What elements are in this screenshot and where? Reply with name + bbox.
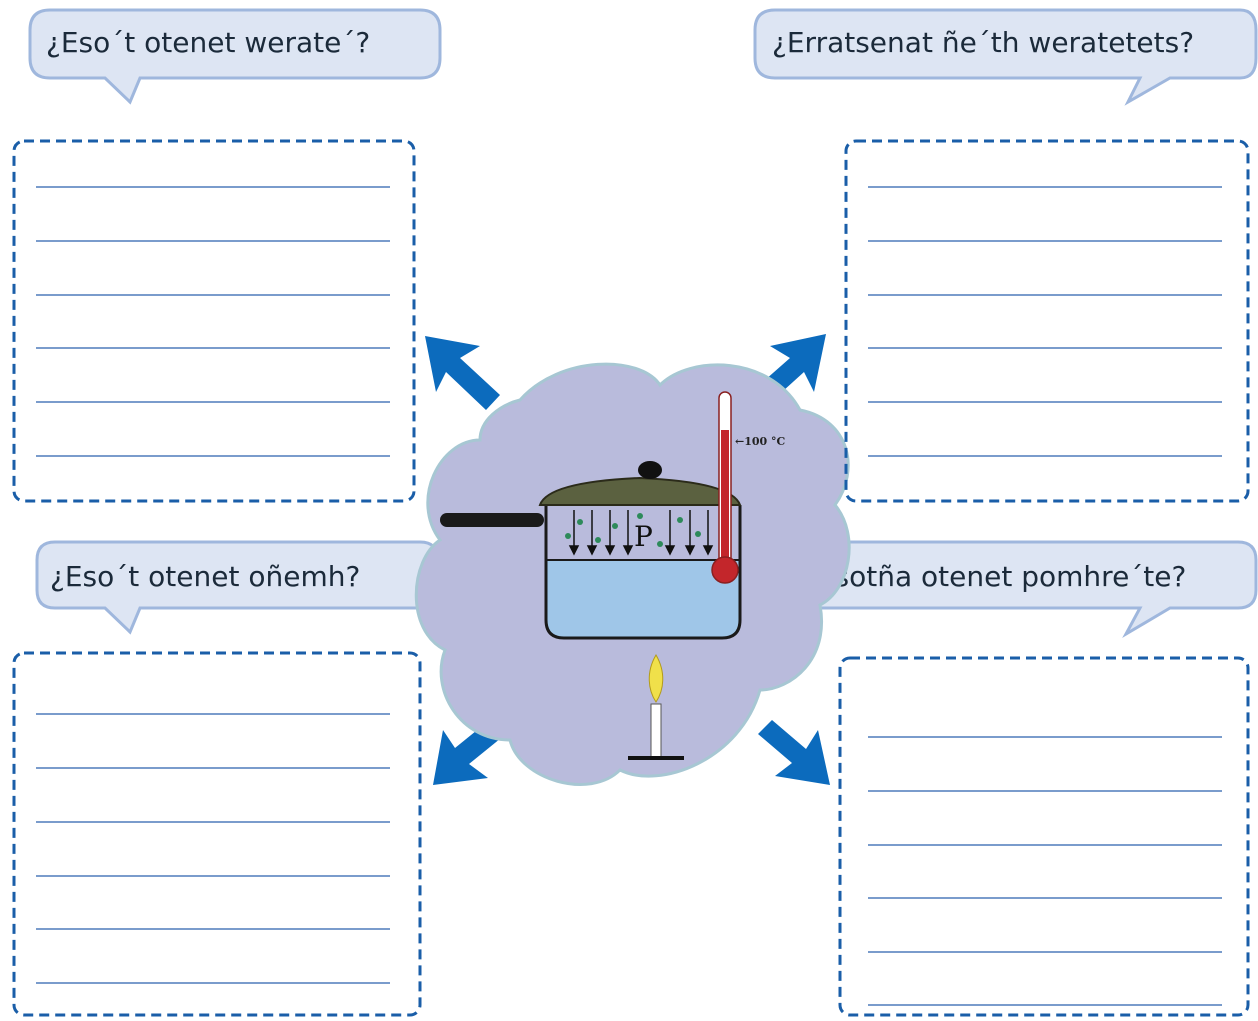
speech-bubble-top-right xyxy=(753,8,1258,106)
question-top-right: ¿Erratsenat ñe´th weratetets? xyxy=(772,26,1195,59)
thermometer-label: ←100 °C xyxy=(735,435,786,448)
answer-box-bottom-left[interactable] xyxy=(12,651,422,1017)
pot-water xyxy=(546,560,740,638)
answer-lines xyxy=(36,186,390,457)
lid-knob xyxy=(638,461,662,479)
pressure-label: P xyxy=(634,520,653,553)
arrow-top-left-icon xyxy=(425,336,500,410)
arrow-bottom-right-icon xyxy=(758,720,830,785)
candle-icon xyxy=(628,654,684,760)
answer-box-bottom-right[interactable] xyxy=(838,656,1250,1017)
pot-handle xyxy=(440,513,544,527)
answer-box-top-right[interactable] xyxy=(844,139,1250,503)
speech-bubble-top-left xyxy=(28,8,442,105)
question-bottom-left: ¿Eso´t otenet oñemh? xyxy=(50,560,361,593)
answer-lines xyxy=(868,736,1222,1006)
pressure-arrows xyxy=(568,510,714,556)
question-top-left: ¿Eso´t otenet werate´? xyxy=(46,26,371,59)
question-bottom-right: ¿Esotña otenet pomhre´te? xyxy=(802,560,1187,593)
pot-body xyxy=(544,505,742,640)
answer-box-top-left[interactable] xyxy=(12,139,416,503)
answer-lines xyxy=(868,186,1222,457)
vapor-particles xyxy=(565,513,701,547)
thermometer-icon xyxy=(711,391,739,584)
answer-lines xyxy=(36,713,390,984)
pot-lid xyxy=(538,476,742,506)
